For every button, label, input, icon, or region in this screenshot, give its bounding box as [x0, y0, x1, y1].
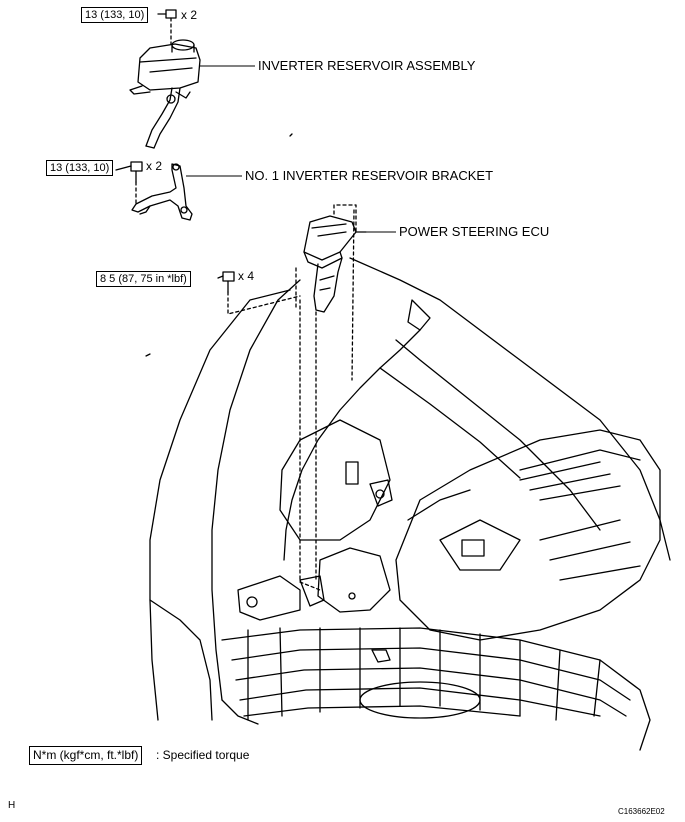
- callout-reservoir-assembly: INVERTER RESERVOIR ASSEMBLY: [258, 58, 476, 73]
- reservoir-bracket-drawing: [131, 163, 193, 221]
- legend-description: : Specified torque: [156, 748, 250, 762]
- torque-value-reservoir: 13 (133, 10): [85, 9, 145, 21]
- inverter-reservoir-drawing: [129, 39, 201, 149]
- power-steering-ecu-drawing: [303, 215, 367, 313]
- quantity-ecu: x 4: [238, 269, 255, 283]
- callout-power-steering-ecu: POWER STEERING ECU: [399, 224, 550, 239]
- quantity-reservoir: x 2: [181, 8, 198, 22]
- legend-unit-box: N*m (kgf*cm, ft.*lbf): [29, 746, 143, 765]
- torque-box-reservoir: 13 (133, 10): [81, 7, 149, 23]
- callout-reservoir-bracket: NO. 1 INVERTER RESERVOIR BRACKET: [245, 168, 494, 183]
- legend-unit-text: N*m (kgf*cm, ft.*lbf): [33, 748, 139, 762]
- torque-box-ecu: 8 5 (87, 75 in *lbf): [96, 271, 191, 287]
- engine-bay-components: [237, 419, 393, 621]
- footer-right-code: C163662E02: [618, 807, 665, 816]
- torque-value-ecu: 8 5 (87, 75 in *lbf): [100, 273, 187, 285]
- open-hood: [283, 257, 671, 561]
- vehicle-body: [149, 279, 301, 725]
- quantity-bracket: x 2: [146, 159, 163, 173]
- engine-cover: [395, 429, 661, 641]
- front-grille: [221, 627, 651, 751]
- torque-box-bracket: 13 (133, 10): [46, 160, 114, 176]
- footer-left-code: H: [8, 800, 16, 811]
- torque-value-bracket: 13 (133, 10): [50, 162, 110, 174]
